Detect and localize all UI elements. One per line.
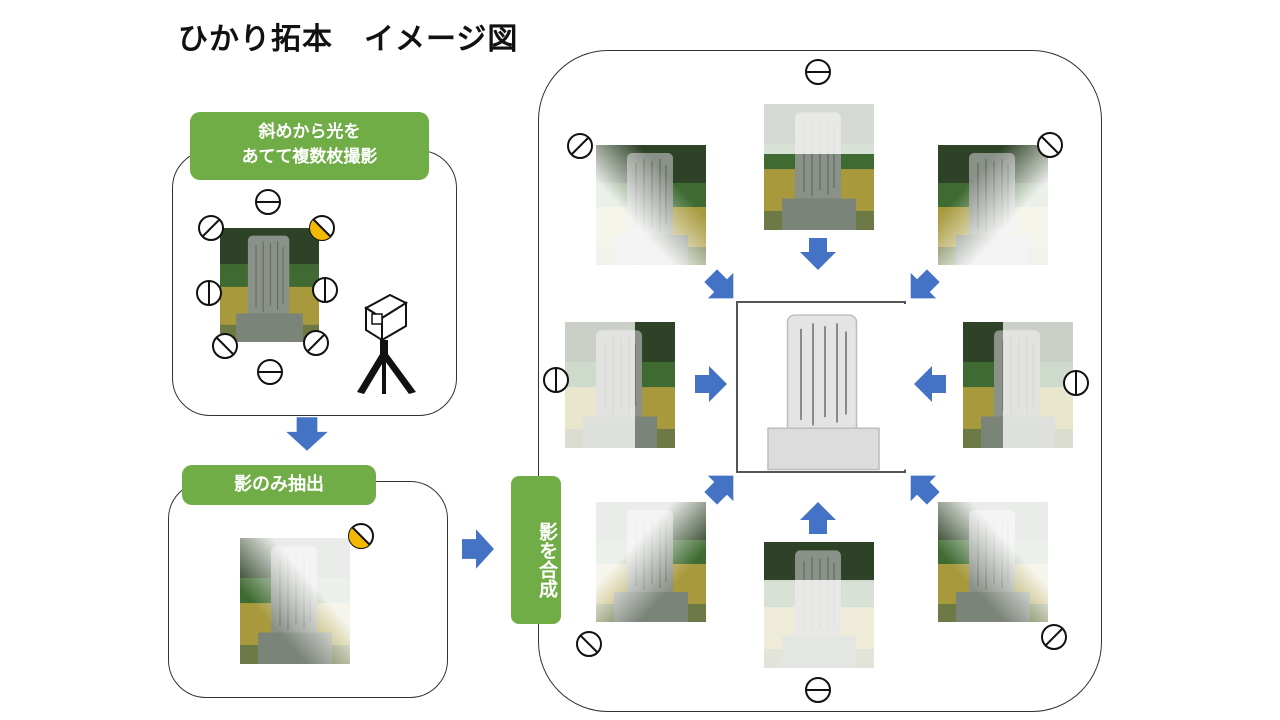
lamp-icon [1036,619,1072,655]
shadow-image-top-left [595,144,707,266]
shadow-image-bottom [763,541,875,669]
lamp-icon [257,359,283,385]
composite-label-text: 影を合成 [536,522,558,598]
capture-label-line-2: あてて複数枚撮影 [241,147,378,167]
lamp-icon [562,128,598,164]
camera-icon [364,293,409,342]
composite-label: 影を合成 [511,476,561,624]
left-arrow-icon [914,366,946,402]
composite-result-image [736,301,907,473]
lamp-icon [1063,370,1089,396]
capture-monument-photo [219,227,320,343]
shadow-image-top [763,103,875,231]
shadow-image-bottom-left [595,501,707,623]
lamp-icon [348,523,374,549]
page-title: ひかり拓本 イメージ図 [178,22,519,57]
lamp-icon [312,277,338,303]
lamp-icon [196,280,222,306]
shadow-image-bottom-right [937,501,1049,623]
shadow-image-top-right [937,144,1049,266]
shadow-image-right [962,321,1074,449]
extract-monument-photo [239,537,351,665]
down-arrow-icon [286,417,328,451]
capture-label: 斜めから光を あてて複数枚撮影 [190,112,429,180]
capture-label-line-1: 斜めから光を [258,122,361,142]
lamp-icon [805,677,831,703]
lamp-icon [255,189,281,215]
lamp-icon [571,626,607,662]
tripod-icon [357,340,416,394]
capture-panel [172,150,457,416]
lamp-icon [309,215,335,241]
lamp-icon [543,367,569,393]
up-arrow-icon [800,502,836,534]
lamp-icon [805,59,831,85]
right-arrow-icon [695,366,727,402]
right-arrow-icon [462,529,494,569]
down-arrow-icon [800,238,836,270]
extract-label: 影のみ抽出 [182,465,376,505]
shadow-image-left [564,321,676,449]
